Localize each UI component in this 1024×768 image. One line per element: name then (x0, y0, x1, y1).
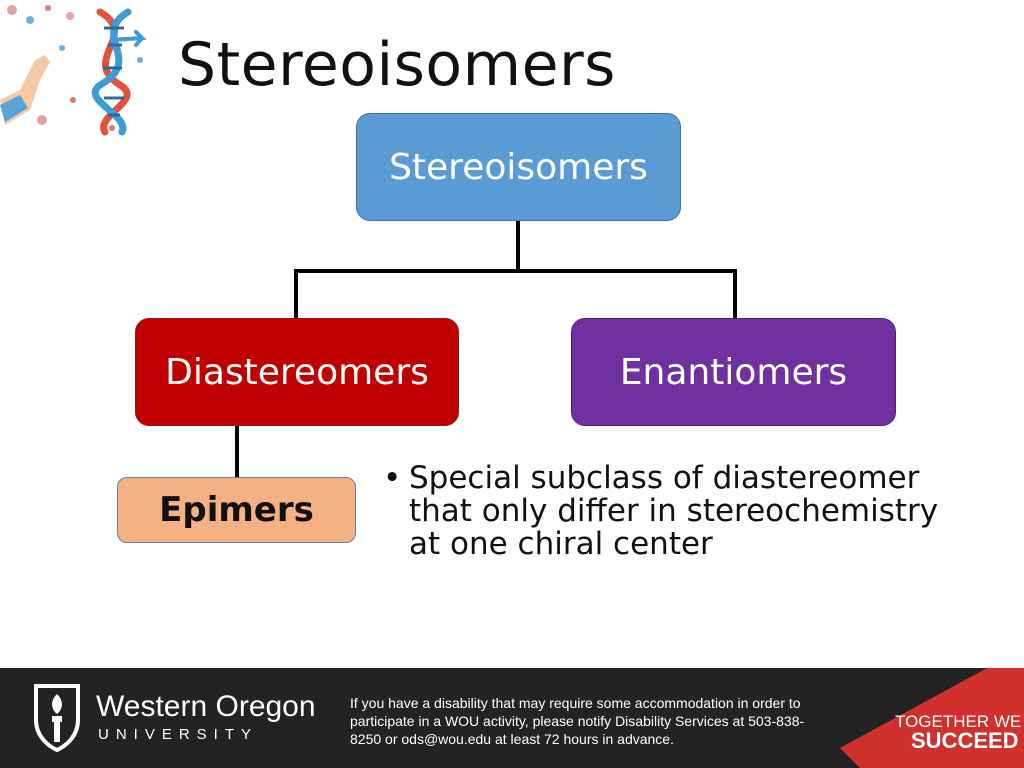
bullet-dot: • (383, 460, 402, 496)
slide-title: Stereoisomers (178, 30, 616, 100)
stereoisomers-node: Stereoisomers (356, 113, 681, 221)
bullet-text: Special subclass of diastereomer that on… (409, 460, 939, 562)
dna-illustration-icon (0, 5, 147, 136)
epimer-definition-bullet: • Special subclass of diastereomer that … (383, 462, 943, 561)
disability-notice: If you have a disability that may requir… (350, 695, 805, 747)
tagline-bottom: SUCCEED (911, 728, 1019, 753)
university-name: Western Oregon (96, 690, 316, 723)
diastereomers-node: Diastereomers (135, 318, 459, 426)
epimers-node: Epimers (117, 477, 356, 543)
tagline-top: TOGETHER WE (895, 712, 1022, 731)
footer-banner: Western Oregon UNIVERSITY If you have a … (0, 668, 1024, 768)
university-word: UNIVERSITY (98, 726, 259, 743)
wou-torch-logo-icon (34, 684, 80, 752)
enantiomers-node: Enantiomers (571, 318, 896, 426)
tree-connectors (235, 221, 737, 477)
red-accent-wedge (840, 668, 1024, 768)
